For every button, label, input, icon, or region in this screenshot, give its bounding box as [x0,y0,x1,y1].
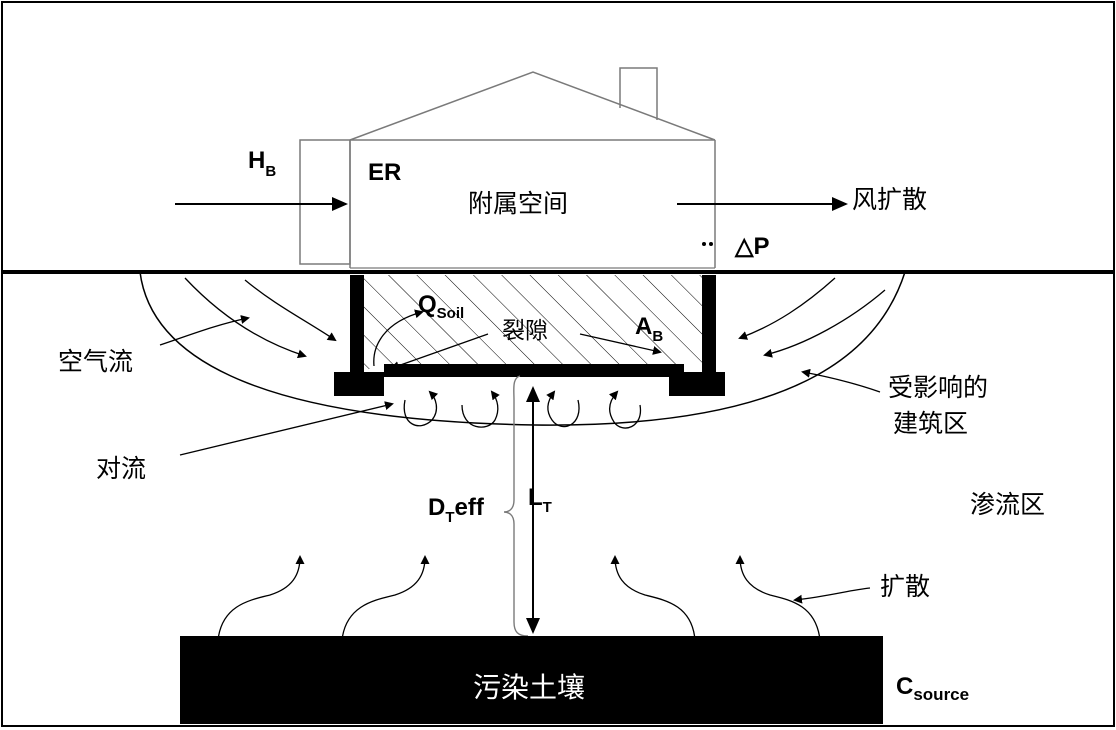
csource-label: Csource [896,673,969,704]
wind-diffusion-label: 风扩散 [852,185,927,214]
pressure-dot-2 [709,242,713,246]
csource-sub: source [913,685,969,704]
swirl-arrow [608,390,642,429]
crack-label: 裂隙 [502,318,548,344]
affected-zone-label-line2: 建筑区 [893,409,968,438]
ab-label: AB [635,313,663,345]
diffusion-arrow [610,555,696,641]
q-soil-sub: Soil [437,305,465,322]
air-flow-arrow [738,277,836,340]
lt-sub: T [543,499,552,516]
q-soil-label: QSoil [418,291,464,322]
attached-space-label: 附属空间 [468,189,568,218]
diffusion-arrow [735,555,821,641]
diffusion-label: 扩散 [880,572,930,601]
diffusion-label-pointer [793,587,871,604]
convection-label: 对流 [96,454,146,483]
dteff-main: D [428,494,445,521]
dteff-label: DTeff [428,494,485,526]
lt-label: LT [528,484,552,516]
q-soil-main: Q [418,291,437,318]
affected-zone-label-line1: 受影响的 [888,373,988,402]
diffusion-arrow [217,555,305,641]
ab-sub: B [652,328,663,345]
affected-zone-boundary [139,271,906,426]
air-flow-label: 空气流 [58,347,133,376]
basement-hatched-interior [364,275,702,369]
contaminated-soil-block [180,636,883,724]
swirl-arrow [461,390,500,428]
swirl-arrow [403,390,439,427]
contaminated-soil-label: 污染土壤 [473,671,585,704]
hb-label-sub: B [265,163,276,180]
footing-left [334,372,384,396]
convection-pointer [179,401,394,456]
diffusion-arrow [341,555,430,641]
chimney [619,67,658,120]
ab-main: A [635,313,652,340]
basement-slab [384,364,684,377]
air-flow-arrow [184,277,307,359]
attached-annex [299,139,351,265]
lt-main: L [528,484,543,511]
house-roof [349,71,716,141]
seepage-zone-label: 渗流区 [970,490,1045,519]
crack-pointer-left [390,333,489,370]
diffusion-arrows [217,555,871,641]
q-soil-arrow [373,309,424,367]
house [299,67,716,269]
air-flow-arrow [763,289,886,358]
affected-zone-pointer [801,368,881,393]
air-flow-arrows [159,277,886,393]
air-flow-arrow [244,279,337,342]
er-label: ER [368,159,401,186]
pressure-dot [702,242,706,246]
delta-p-label: △P [734,233,769,260]
hb-label-main: H [248,147,265,174]
csource-main: C [896,673,913,700]
swirl-arrow [546,390,580,428]
hb-label: HB [248,147,276,180]
basement-wall-left [350,275,364,387]
dteff-sub: T [445,509,454,526]
convection-swirls [403,390,642,429]
basement [334,275,725,396]
air-flow-arrow [159,315,250,346]
basement-wall-right [702,275,716,387]
crack-pointer-right [579,333,662,355]
dteff-tail: eff [455,494,485,521]
dteff-brace [503,375,529,637]
